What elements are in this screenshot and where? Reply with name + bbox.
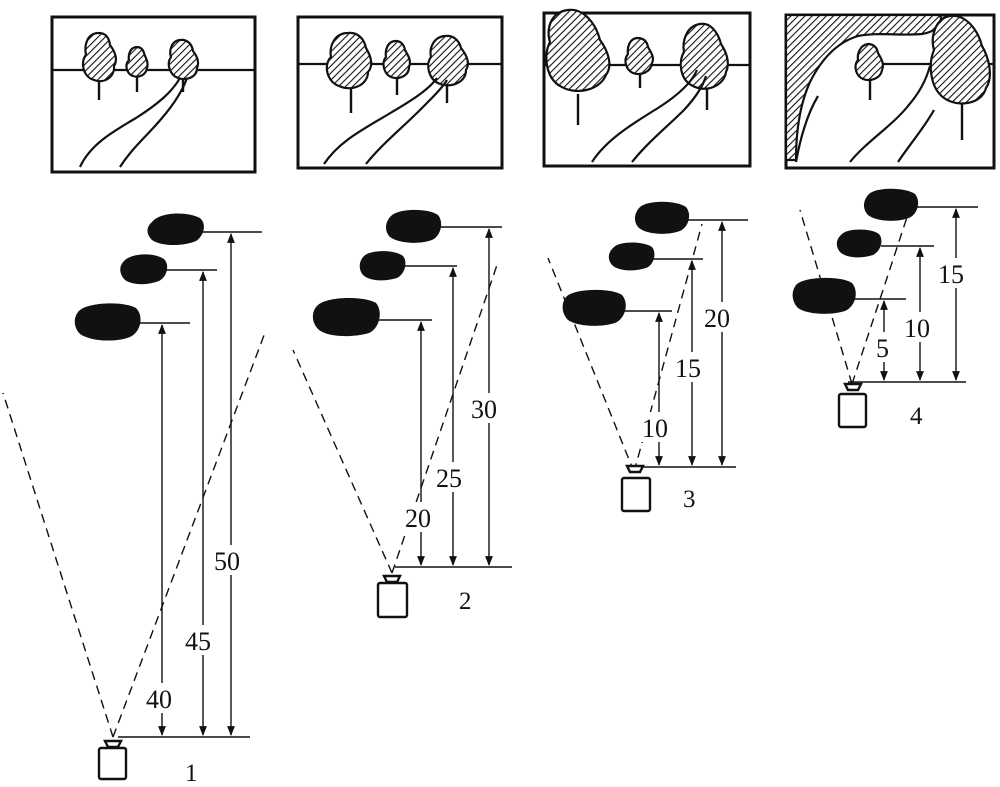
tree-icon <box>325 31 373 113</box>
panel-label-3: 3 <box>683 486 696 513</box>
view-frame-3 <box>542 8 752 168</box>
view-frame-1 <box>50 15 257 174</box>
view-frame-4 <box>784 13 996 170</box>
distance-label-15: 15 <box>938 260 964 289</box>
tree-icon <box>545 8 611 125</box>
tree-icon <box>125 45 149 92</box>
tree-icon <box>929 14 991 140</box>
tree-icon <box>679 22 729 110</box>
tree-icon <box>427 34 469 103</box>
overhanging-foliage <box>784 13 943 162</box>
plan-diagram-3: 20 15 10 3 <box>547 201 748 513</box>
camera-icon <box>837 382 868 429</box>
camera-icon <box>376 574 409 619</box>
distance-label-10: 10 <box>904 314 930 343</box>
tree-icon <box>167 38 200 92</box>
bush-near <box>312 297 380 337</box>
tree-icon <box>624 36 655 88</box>
distance-label-15: 15 <box>675 354 701 383</box>
bush-far <box>385 209 442 243</box>
distance-label-30: 30 <box>471 395 497 424</box>
plan-diagram-1: 50 45 40 1 <box>2 213 267 787</box>
distance-label-20: 20 <box>704 304 730 333</box>
distance-label-40: 40 <box>146 685 172 714</box>
bush-mid <box>359 251 406 281</box>
distance-label-20: 20 <box>405 504 431 533</box>
camera-icon <box>97 739 128 781</box>
tree-icon <box>81 31 118 100</box>
panel-label-1: 1 <box>185 760 198 787</box>
bush-near <box>562 289 626 326</box>
distance-label-25: 25 <box>436 464 462 493</box>
distance-label-10: 10 <box>642 414 668 443</box>
bush-mid <box>836 229 882 258</box>
distance-label-45: 45 <box>185 627 211 656</box>
tree-icon <box>382 39 412 95</box>
panel-label-4: 4 <box>910 403 923 430</box>
camera-icon <box>620 464 652 513</box>
plan-diagram-2: 30 25 20 2 <box>292 209 512 619</box>
view-frame-2 <box>296 15 504 170</box>
plan-diagram-4: 15 10 5 4 <box>792 188 978 430</box>
panel-label-2: 2 <box>459 588 472 615</box>
bush-mid <box>120 254 168 285</box>
bush-near <box>792 277 856 314</box>
distance-label-5: 5 <box>876 334 889 363</box>
bush-mid <box>608 242 655 271</box>
bush-near <box>74 303 141 341</box>
bush-far <box>147 213 204 246</box>
tree-icon <box>854 42 885 100</box>
distance-label-50: 50 <box>214 547 240 576</box>
bush-far <box>634 201 690 234</box>
bush-far <box>863 188 919 221</box>
